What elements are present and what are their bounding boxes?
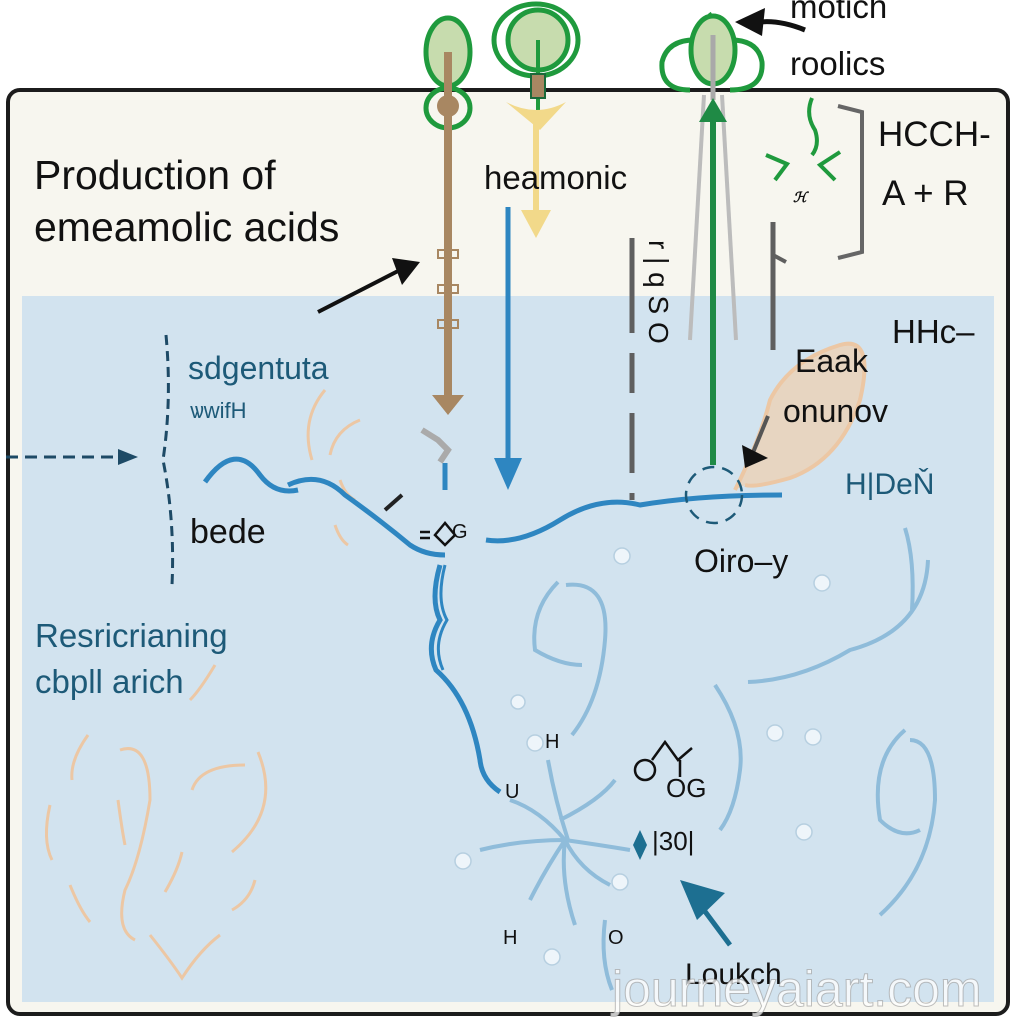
left-plant-icon: [423, 15, 473, 415]
label-vertical: r | q S O: [643, 240, 674, 344]
title-arrow-line: [317, 268, 401, 314]
label-hdes: H|DeŇ: [845, 468, 935, 501]
label-u: U: [505, 781, 520, 803]
label-loukch: Loukch: [685, 958, 782, 991]
label-bede: bede: [190, 513, 266, 551]
label-a-plus-r: A + R: [882, 174, 969, 213]
molecule-ring-icon: [420, 521, 457, 547]
label-motich: motich: [790, 0, 888, 25]
label-sdgentuta: sdgentuta: [188, 350, 329, 386]
right-plant-icon: [659, 11, 765, 465]
label-g-mid: G: [452, 521, 468, 543]
cell-arrowhead-icon: [742, 445, 768, 468]
label-og: OG: [666, 773, 707, 803]
og-molecule-icon: [633, 739, 693, 782]
label-oiro-y: Oiro–y: [694, 543, 789, 579]
dashed-boundary: [161, 334, 175, 586]
blue-strands-icon: [202, 456, 783, 795]
label-heamonic: heamonic: [484, 159, 628, 196]
dashed-circle-icon: [684, 465, 744, 525]
label-eaak: Eaak: [795, 343, 868, 379]
blue-down-arrow-icon: [494, 207, 522, 490]
label-cbpll-arich: cbpll arich: [35, 663, 184, 700]
label-i30i: |30|: [652, 826, 695, 856]
label-hhc: HHc–: [892, 313, 975, 350]
label-hcch: HCCH-: [878, 115, 991, 154]
bubble-icons: [454, 547, 831, 966]
label-resricrianing: Resricrianing: [35, 617, 228, 654]
label-small-glyph: ℋ: [793, 189, 807, 205]
title-arrowhead-icon: [392, 258, 420, 285]
middle-plant-icon: [491, 1, 581, 238]
loukch-arrowhead-icon: [680, 880, 725, 920]
gray-molecule-icon: [420, 427, 452, 464]
label-h-top: H: [545, 731, 560, 753]
green-reaction-marks-icon: [765, 97, 842, 182]
label-roolics: roolics: [790, 45, 886, 82]
light-blue-swirls-icon: [479, 527, 938, 991]
label-sdgentuta-sub: ѡwifH: [190, 398, 247, 423]
peach-cell-icon: [733, 341, 867, 491]
loukch-arrow-line: [692, 896, 733, 947]
peach-curls-icon: [45, 389, 361, 981]
label-h-bottom: H: [503, 927, 518, 949]
dashed-arrowhead-icon: [118, 449, 138, 465]
label-o: O: [608, 927, 624, 949]
black-tick: [383, 493, 404, 512]
teal-diamond-icon: [633, 830, 647, 860]
title-line-2: emeamolic acids: [34, 204, 340, 250]
motich-arrowhead-icon: [735, 8, 765, 36]
watermark: journeyaiart.com: [612, 961, 983, 1018]
label-onunov: onunov: [783, 393, 888, 429]
title-line-1: Production of: [34, 152, 276, 198]
bracket-icon: [837, 104, 864, 260]
